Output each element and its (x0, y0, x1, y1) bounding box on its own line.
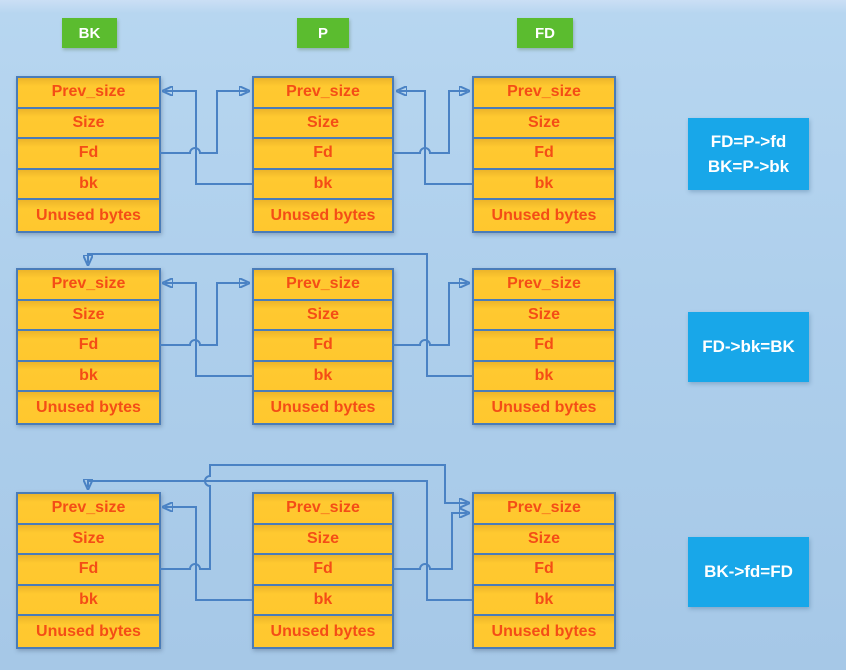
field-fd: Fd (474, 555, 614, 586)
field-size: Size (254, 108, 392, 140)
chunk-bk-step1: Prev_size Size Fd bk Unused bytes (16, 76, 161, 233)
field-prev-size: Prev_size (474, 494, 614, 525)
field-size: Size (18, 300, 159, 332)
arrow-pbk-to-bk-step2 (165, 283, 252, 377)
chunk-fd-step3: Prev_size Size Fd bk Unused bytes (472, 492, 616, 649)
chunk-bk-step2: Prev_size Size Fd bk Unused bytes (16, 268, 161, 425)
note-step1-line2: BK=P->bk (707, 157, 790, 176)
field-prev-size: Prev_size (18, 494, 159, 525)
field-size: Size (254, 524, 392, 556)
field-fd: Fd (474, 331, 614, 362)
chunk-p-step1: Prev_size Size Fd bk Unused bytes (252, 76, 394, 233)
field-prev-size: Prev_size (254, 78, 392, 109)
field-fd: Fd (254, 555, 392, 586)
note-step2-line1: FD->bk=BK (702, 337, 795, 357)
field-unused: Unused bytes (254, 200, 392, 231)
arrow-pfd-to-fd-step1 (393, 91, 467, 154)
pointer-label-p: P (297, 18, 349, 48)
arrow-pfd-to-fd-step2 (393, 283, 467, 346)
chunk-fd-step1: Prev_size Size Fd bk Unused bytes (472, 76, 616, 233)
field-unused: Unused bytes (474, 392, 614, 423)
field-unused: Unused bytes (474, 200, 614, 231)
note-step1: FD=P->fd BK=P->bk (688, 118, 809, 190)
field-bk: bk (474, 585, 614, 617)
field-bk: bk (18, 585, 159, 617)
field-fd: Fd (254, 139, 392, 170)
pointer-label-bk: BK (62, 18, 117, 48)
arrow-pfd-to-fd-step3 (393, 513, 467, 570)
field-size: Size (474, 108, 614, 140)
field-size: Size (18, 524, 159, 556)
field-fd: Fd (18, 555, 159, 586)
field-prev-size: Prev_size (18, 78, 159, 109)
arrow-fdbk-to-p-step1 (399, 91, 472, 185)
field-bk: bk (18, 169, 159, 201)
field-prev-size: Prev_size (474, 270, 614, 301)
field-unused: Unused bytes (18, 200, 159, 231)
pointer-label-fd-text: FD (535, 24, 555, 42)
field-unused: Unused bytes (18, 616, 159, 647)
arrow-pbk-to-bk-step1 (165, 91, 252, 185)
field-unused: Unused bytes (254, 616, 392, 647)
arrow-pbk-to-bk-step3 (165, 507, 252, 601)
field-unused: Unused bytes (254, 392, 392, 423)
pointer-label-p-text: P (317, 24, 328, 42)
field-unused: Unused bytes (18, 392, 159, 423)
pointer-label-fd: FD (517, 18, 573, 48)
field-size: Size (474, 524, 614, 556)
chunk-p-step2: Prev_size Size Fd bk Unused bytes (252, 268, 394, 425)
field-bk: bk (254, 361, 392, 393)
field-bk: bk (474, 361, 614, 393)
field-fd: Fd (474, 139, 614, 170)
field-bk: bk (254, 169, 392, 201)
chunk-p-step3: Prev_size Size Fd bk Unused bytes (252, 492, 394, 649)
arrow-bkfd-to-p-step2 (160, 283, 247, 346)
field-bk: bk (474, 169, 614, 201)
field-bk: bk (18, 361, 159, 393)
field-fd: Fd (18, 139, 159, 170)
field-bk: bk (254, 585, 392, 617)
note-step3-line1: BK->fd=FD (704, 562, 793, 582)
field-size: Size (474, 300, 614, 332)
field-prev-size: Prev_size (254, 270, 392, 301)
field-fd: Fd (18, 331, 159, 362)
field-size: Size (18, 108, 159, 140)
note-step3: BK->fd=FD (688, 537, 809, 607)
field-unused: Unused bytes (474, 616, 614, 647)
arrow-bkfd-to-p-step1 (160, 91, 247, 154)
note-step1-line1: FD=P->fd (710, 131, 787, 151)
chunk-fd-step2: Prev_size Size Fd bk Unused bytes (472, 268, 616, 425)
field-prev-size: Prev_size (254, 494, 392, 525)
chunk-bk-step3: Prev_size Size Fd bk Unused bytes (16, 492, 161, 649)
pointer-label-bk-text: BK (78, 24, 101, 42)
field-size: Size (254, 300, 392, 332)
field-prev-size: Prev_size (18, 270, 159, 301)
note-step2: FD->bk=BK (688, 312, 809, 382)
field-prev-size: Prev_size (474, 78, 614, 109)
field-fd: Fd (254, 331, 392, 362)
